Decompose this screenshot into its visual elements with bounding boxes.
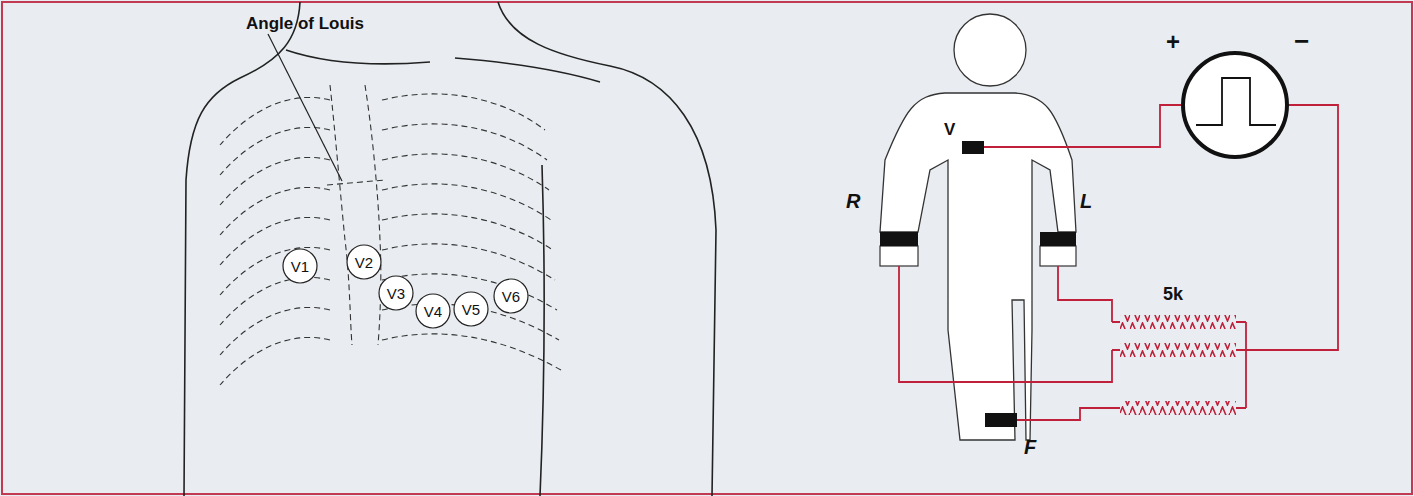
electrode-circle: V3 xyxy=(378,275,414,311)
electrode-circle: V4 xyxy=(415,293,451,329)
electrode xyxy=(880,232,918,246)
hand xyxy=(880,246,918,266)
meter xyxy=(1183,53,1287,157)
electrode xyxy=(962,141,984,154)
electrode-circle: V2 xyxy=(346,244,382,280)
lead-name: V6 xyxy=(502,288,520,305)
hand xyxy=(1040,246,1076,266)
torso-outline xyxy=(184,2,716,496)
electrode xyxy=(985,413,1017,427)
electrode-circle: V1 xyxy=(282,248,318,284)
electrode-label: R xyxy=(846,190,860,213)
lead-name: V1 xyxy=(291,258,309,275)
pulse-trace xyxy=(1196,78,1276,125)
human-figure xyxy=(880,93,1076,440)
resistor-symbol xyxy=(1120,315,1236,415)
electrode-label: V xyxy=(944,120,955,140)
lead-name: V2 xyxy=(355,254,373,271)
wire xyxy=(899,105,1338,420)
lead-name: V3 xyxy=(387,285,405,302)
sternum xyxy=(327,85,385,345)
rib-cage xyxy=(220,94,561,385)
lead-name: V5 xyxy=(462,301,480,318)
polarity-sign: + xyxy=(1166,28,1180,56)
leader-line xyxy=(268,34,342,181)
lead-name: V4 xyxy=(424,303,442,320)
polarity-sign: − xyxy=(1294,26,1309,57)
head xyxy=(954,14,1026,86)
electrode-label: L xyxy=(1080,190,1092,213)
electrode-circle: V6 xyxy=(493,278,529,314)
resistance-value: 5k xyxy=(1163,284,1183,305)
electrode-label: F xyxy=(1024,436,1036,459)
anatomy-label: Angle of Louis xyxy=(246,14,364,34)
electrode xyxy=(1040,232,1076,246)
electrode-circle: V5 xyxy=(453,291,489,327)
